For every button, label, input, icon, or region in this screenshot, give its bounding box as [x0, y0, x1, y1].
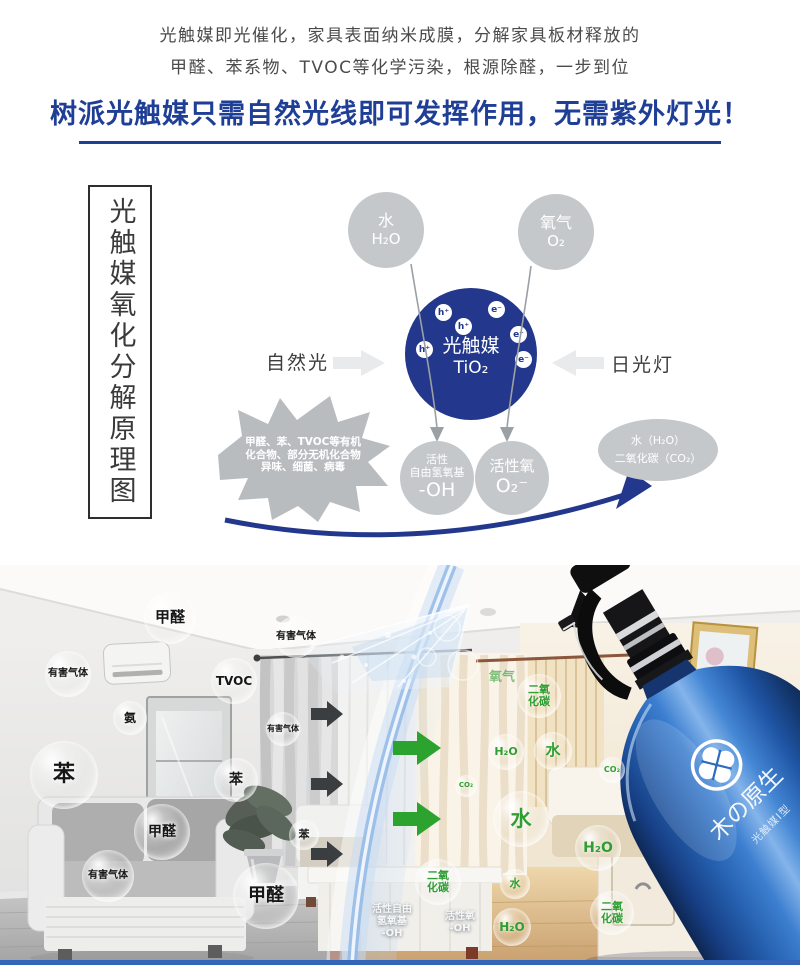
pollutant-bubble: TVOC [211, 658, 257, 704]
active-oxygen-circle: 活性氧 O₂⁻ [475, 441, 549, 515]
hole-dot: h⁺ [455, 318, 472, 335]
clean-bubble: 水 [534, 732, 572, 770]
pollutant-bubble: 甲醛 [134, 804, 190, 860]
headline-divider [79, 141, 721, 144]
water-label: 水 [377, 211, 394, 231]
daylight-arrow [552, 350, 604, 376]
bottle-logo [690, 739, 743, 791]
natural-light-arrow [333, 350, 385, 376]
electron-dot: e⁻ [488, 301, 505, 318]
products-ellipse: 水（H₂O） 二氧化碳（CO₂） [598, 419, 718, 481]
pollutant-bubble: 苯 [289, 820, 319, 850]
curtains-left [253, 648, 473, 868]
catalyst-label: 光触媒 [442, 334, 500, 357]
water-circle: 水 H₂O [348, 192, 424, 268]
bottle-type: 光触媒Ⅰ型 [749, 802, 794, 847]
pollutant-bubble: 苯 [30, 741, 98, 809]
electron-dot: e⁻ [510, 326, 527, 343]
clean-bubble: 水 [493, 791, 549, 847]
diagram-side-title-box: 光触媒氧化分解原理图 [88, 185, 152, 519]
natural-light-label: 自然光 [266, 352, 330, 374]
clean-bubble: 氧气 [488, 670, 515, 686]
pollutant-bubble: 有害气体 [275, 616, 317, 658]
clean-bubble: 二氧化碳 [590, 891, 634, 935]
hole-dot: h⁺ [416, 341, 433, 358]
catalyst-formula: TiO₂ [453, 357, 489, 378]
pollutant-bubble: 有害气体 [45, 651, 91, 697]
electron-dot: e⁻ [515, 351, 532, 368]
pollutant-bubble: 苯 [214, 758, 258, 802]
intro-line-2: 甲醛、苯系物、TVOC等化学污染，根源除醛，一步到位 [170, 58, 630, 78]
room-photo: 木の原生 光触媒Ⅰ型 甲醛 有害气体 有害气体 TVOC 氨 有害气体 苯 苯 … [0, 565, 800, 965]
clean-bubble: CO₂ [455, 775, 477, 797]
daylight-lamp-label: 日光灯 [611, 354, 675, 376]
page-title: 树派光触媒只需自然光线即可发挥作用，无需紫外灯光！ [50, 99, 750, 130]
clean-bubble: H₂O [493, 908, 531, 946]
air-conditioner [102, 641, 172, 685]
oxygen-formula: O₂ [547, 231, 565, 250]
hydroxyl-circle: 活性 自由氢氧基 -OH [400, 441, 474, 515]
water-formula: H₂O [371, 229, 401, 248]
bottle-brand: 木の原生 [705, 763, 788, 846]
radical-label: 活性自由 氢氧基 -OH [372, 904, 412, 939]
clean-bubble: 水 [500, 869, 530, 899]
clean-bubble: CO₂ [599, 757, 625, 783]
pollutant-bubble: 甲醛 [144, 592, 196, 644]
clean-arrows [393, 731, 441, 836]
oxygen-label: 氧气 [539, 213, 572, 233]
clean-bubble: H₂O [488, 734, 524, 770]
pollutant-bubble: 有害气体 [266, 712, 300, 746]
pollutant-bubble: 氨 [113, 701, 147, 735]
intro-line-1: 光触媒即光催化，家具表面纳米成膜，分解家具板材释放的 [159, 26, 641, 46]
wall-picture [685, 621, 759, 709]
top-text-section: 光触媒即光催化，家具表面纳米成膜，分解家具板材释放的 甲醛、苯系物、TVOC等化… [0, 0, 800, 165]
window-bench [594, 793, 800, 965]
pollutant-bubble: 有害气体 [82, 850, 134, 902]
spray-mist [300, 603, 479, 693]
pollutant-bubble: 甲醛 [233, 863, 299, 929]
active-oxygen-label: 活性氧 -OH [445, 911, 475, 934]
diagram-side-title: 光触媒氧化分解原理图 [104, 197, 136, 507]
oxygen-circle: 氧气 O₂ [518, 194, 594, 270]
clean-bubble: H₂O [575, 825, 621, 871]
principle-diagram: 光触媒氧化分解原理图 水 H₂O 氧气 O₂ 光触媒 TiO₂ h⁺ h⁺ h⁺… [0, 165, 800, 565]
pollutant-text: 甲醛、苯、TVOC等有机 化合物、部分无机化合物 异味、细菌、病毒 [245, 436, 361, 473]
clean-bubble: 二氧化碳 [415, 859, 461, 905]
hole-dot: h⁺ [435, 304, 452, 321]
clean-bubble: 二氧化碳 [517, 674, 561, 718]
